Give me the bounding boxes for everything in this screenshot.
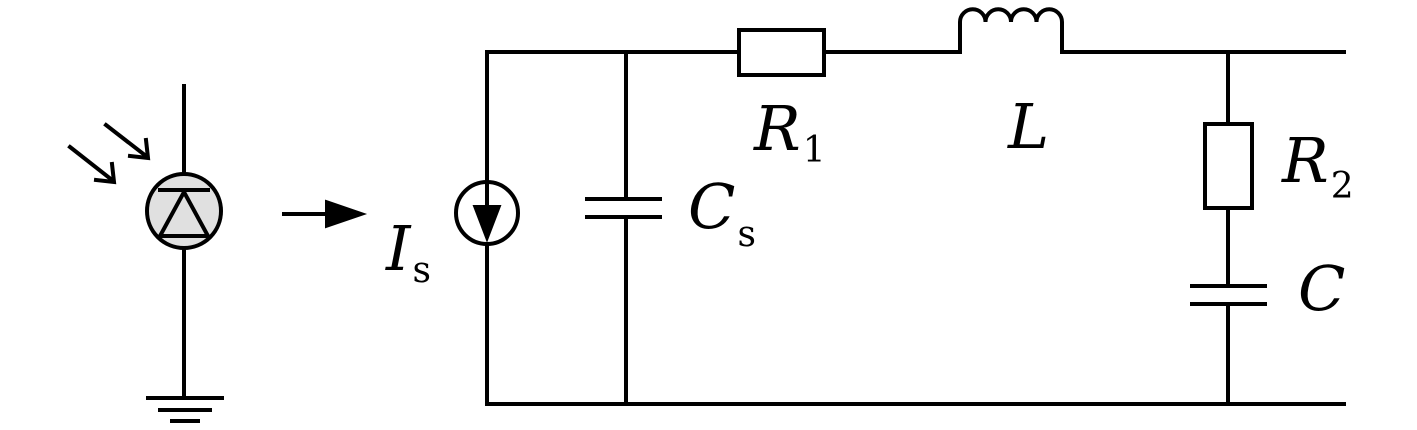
ground-icon bbox=[146, 396, 224, 423]
capacitor-cs-icon bbox=[585, 197, 662, 219]
label-current-source: Is bbox=[385, 212, 431, 291]
resistor-r1-icon bbox=[737, 28, 826, 77]
label-capacitor: C bbox=[1298, 252, 1345, 325]
light-arrows-icon bbox=[67, 122, 151, 185]
label-source-capacitor: Cs bbox=[688, 170, 756, 255]
photodiode-symbol bbox=[67, 84, 224, 423]
right-arrow-icon bbox=[282, 199, 368, 229]
capacitor-c-icon bbox=[1190, 284, 1267, 306]
circuit-wires bbox=[485, 50, 1346, 406]
label-resistor-1: R1 bbox=[753, 92, 826, 171]
inductor-icon bbox=[958, 7, 1064, 54]
current-source-icon bbox=[454, 180, 520, 246]
label-inductor: L bbox=[1007, 90, 1049, 163]
diode-triangle bbox=[156, 187, 212, 238]
resistor-r2-icon bbox=[1203, 122, 1254, 210]
label-resistor-2: R2 bbox=[1281, 124, 1354, 207]
